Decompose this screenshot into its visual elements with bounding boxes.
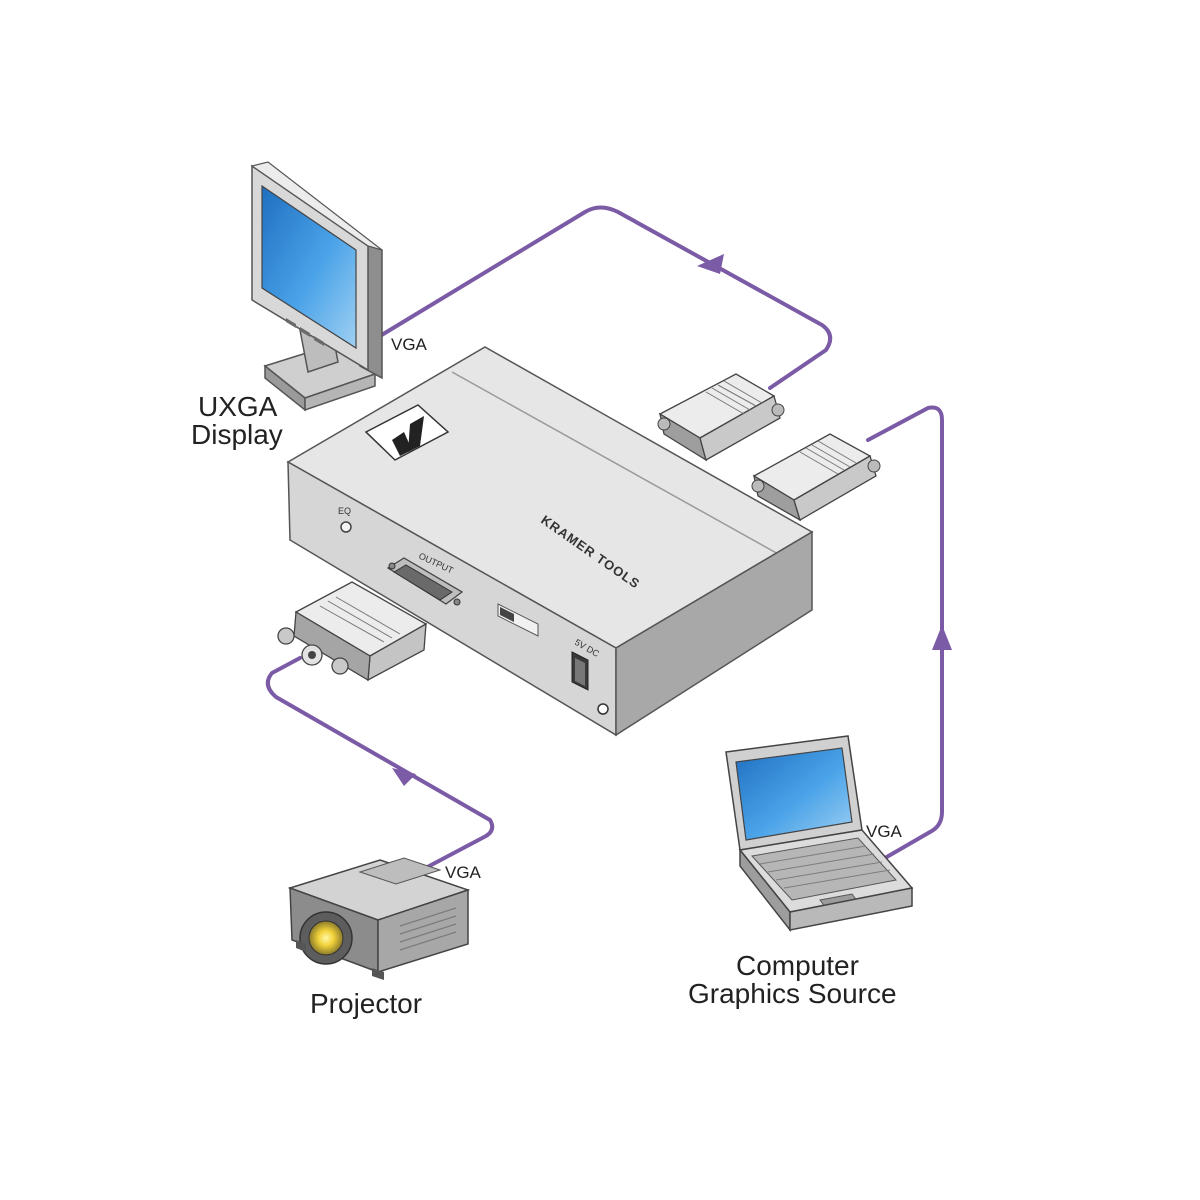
eq-knob[interactable] bbox=[340, 521, 352, 533]
projector bbox=[287, 857, 471, 980]
cable-from-laptop bbox=[866, 405, 944, 860]
laptop bbox=[725, 735, 914, 933]
uxga-display-monitor bbox=[250, 161, 383, 412]
ground-screw bbox=[597, 703, 609, 715]
cable-to-projector bbox=[265, 656, 495, 874]
monitor-screen bbox=[261, 184, 357, 350]
vga-label-laptop: VGA bbox=[866, 822, 903, 841]
splitter-device: EQ OUTPUT KRAMER TOOLS 5V DC bbox=[286, 346, 814, 737]
arrow-to-display bbox=[697, 254, 724, 274]
projector-lens bbox=[308, 920, 344, 956]
cables bbox=[265, 205, 952, 874]
vga-connector-input bbox=[751, 433, 881, 522]
vga-connector-projector bbox=[277, 581, 428, 682]
projector-label: Projector bbox=[310, 988, 422, 1019]
laptop-screen bbox=[735, 747, 853, 841]
source-label-line2: Graphics Source bbox=[688, 978, 897, 1009]
output-port[interactable] bbox=[386, 557, 464, 606]
display-label-line1: UXGA bbox=[198, 391, 278, 422]
arrow-from-laptop bbox=[932, 625, 952, 650]
power-port[interactable] bbox=[571, 651, 589, 691]
cable-to-display bbox=[378, 205, 833, 390]
kramer-logo bbox=[364, 404, 450, 461]
display-label-line2: Display bbox=[191, 419, 283, 450]
source-label-line1: Computer bbox=[736, 950, 859, 981]
model-plate bbox=[497, 603, 539, 637]
vga-connector-display bbox=[657, 373, 785, 462]
vga-label-projector: VGA bbox=[445, 863, 482, 882]
arrow-to-projector bbox=[392, 768, 416, 786]
eq-label: EQ bbox=[338, 506, 351, 516]
vga-label-display: VGA bbox=[391, 335, 428, 354]
